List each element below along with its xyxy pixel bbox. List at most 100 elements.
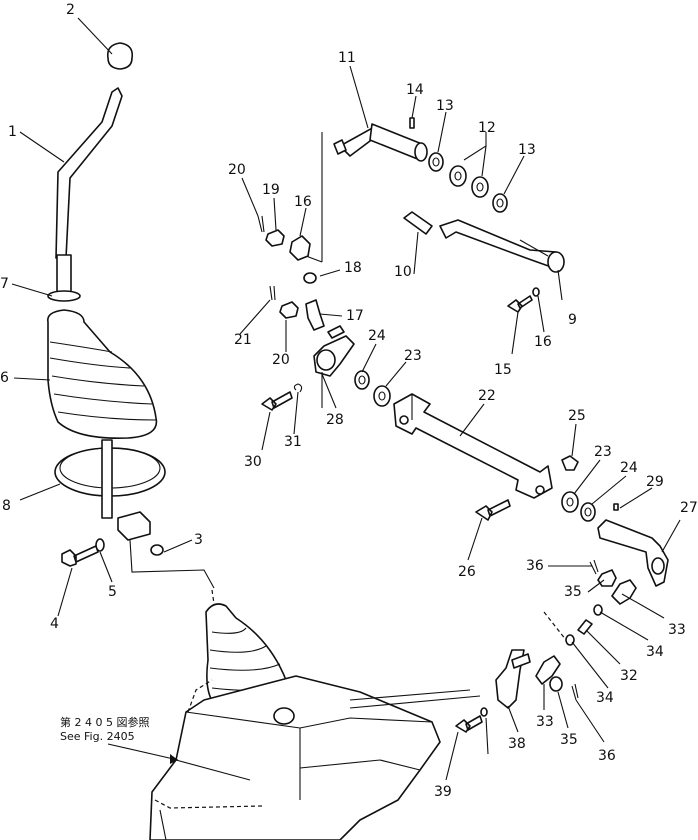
callout-30: 30 (244, 454, 262, 470)
callout-31: 31 (284, 434, 302, 450)
lever-knob (106, 42, 134, 70)
bushing-23b (561, 491, 579, 513)
nut-34a (593, 604, 603, 616)
callout-27: 27 (680, 500, 698, 516)
callout-35a: 35 (564, 584, 582, 600)
callouts: 2 1 7 6 8 3 4 5 11 14 13 12 13 20 19 16 … (0, 2, 698, 800)
bolt-25 (561, 455, 579, 471)
cotter-pin-21a (257, 215, 265, 233)
leader-lines (11, 17, 681, 781)
callout-34b: 34 (596, 690, 614, 706)
callout-5: 5 (108, 584, 117, 600)
cover-pipe-10 (403, 211, 433, 235)
housing-port (273, 707, 295, 725)
lever-rod (55, 87, 123, 259)
washer-5 (95, 538, 105, 552)
key-14 (409, 117, 415, 129)
callout-23b: 23 (594, 444, 612, 460)
seal-13b (492, 193, 508, 213)
nut-35b (549, 676, 563, 692)
callout-9: 9 (568, 312, 577, 328)
shift-rod-9 (439, 219, 563, 269)
callout-38: 39 (434, 784, 452, 800)
lever-shaft-11 (369, 123, 423, 161)
bushing-24a (354, 370, 370, 390)
callout-23a: 23 (404, 348, 422, 364)
bolt-26 (475, 499, 511, 521)
callout-34a: 34 (646, 644, 664, 660)
rod-end-9 (547, 251, 565, 273)
lever-boot (47, 309, 158, 439)
bushing-12a (449, 165, 467, 187)
pin-3 (150, 544, 164, 556)
callout-36a: 36 (526, 558, 544, 574)
callout-16: 16 (534, 334, 552, 350)
callout-10: 10 (394, 264, 412, 280)
bolt-4 (61, 545, 99, 567)
callout-3: 3 (194, 532, 203, 548)
callout-24b: 24 (620, 460, 638, 476)
nut-35a (597, 569, 617, 587)
callout-20a: 19 (262, 182, 280, 198)
callout-28: 28 (326, 412, 344, 428)
transmission-housing (149, 603, 481, 840)
callout-33b: 33 (536, 714, 554, 730)
upper-linkage (257, 117, 669, 733)
reference-note-en: See Fig. 2405 (60, 730, 135, 743)
callout-4: 4 (50, 616, 59, 632)
bushing-23a (373, 385, 391, 407)
nut-20a (265, 229, 285, 247)
callout-15: 15 (494, 362, 512, 378)
callout-37: 38 (508, 736, 526, 752)
callout-26: 26 (458, 564, 476, 580)
callout-13b: 13 (518, 142, 536, 158)
callout-13a: 13 (436, 98, 454, 114)
cotter-pin-36b (571, 683, 579, 701)
callout-7: 7 (0, 276, 9, 292)
callout-22: 22 (478, 388, 496, 404)
bushing-12b (471, 176, 489, 198)
housing (149, 675, 441, 840)
washer-39 (480, 707, 488, 717)
ball-joint-19 (303, 272, 317, 284)
callout-24a: 24 (368, 328, 386, 344)
bolt-38 (455, 715, 483, 733)
callout-33a: 33 (668, 622, 686, 638)
bolt-15 (507, 295, 533, 313)
cross-shaft-22 (393, 393, 553, 499)
callout-21a: 20 (228, 162, 246, 178)
washer-16 (532, 287, 540, 297)
snap-ring-31 (293, 383, 303, 393)
callout-25: 25 (568, 408, 586, 424)
bushing-24b (580, 502, 596, 522)
callout-36b: 36 (598, 748, 616, 764)
callout-12: 12 (478, 120, 496, 136)
stud-32 (577, 619, 593, 635)
callout-18: 17 (346, 308, 364, 324)
nut-20b (279, 301, 299, 319)
callout-11: 11 (338, 50, 356, 66)
rod-end-33b (535, 655, 561, 685)
callout-8: 8 (2, 498, 11, 514)
callout-2: 2 (66, 2, 75, 18)
callout-35b: 35 (560, 732, 578, 748)
cotter-pin-36a (589, 559, 599, 575)
clamp-ring (47, 290, 81, 302)
lever-lower-rod (101, 439, 113, 519)
callout-32: 32 (620, 668, 638, 684)
lever-shaft-27 (597, 519, 669, 587)
key-29 (613, 503, 619, 511)
callout-1: 1 (8, 124, 17, 140)
bolt-30 (261, 391, 293, 411)
callout-17: 16 (294, 194, 312, 210)
rod-end-17 (289, 235, 311, 261)
callout-14: 14 (406, 82, 424, 98)
callout-29: 29 (646, 474, 664, 490)
rod-end-18 (305, 299, 325, 331)
callout-20b: 20 (272, 352, 290, 368)
lever-assembly (47, 42, 166, 567)
seal-13a (428, 152, 444, 172)
reference-note-jp: 第 2 4 0 5 図参照 (60, 715, 149, 729)
lever-block (117, 511, 151, 541)
